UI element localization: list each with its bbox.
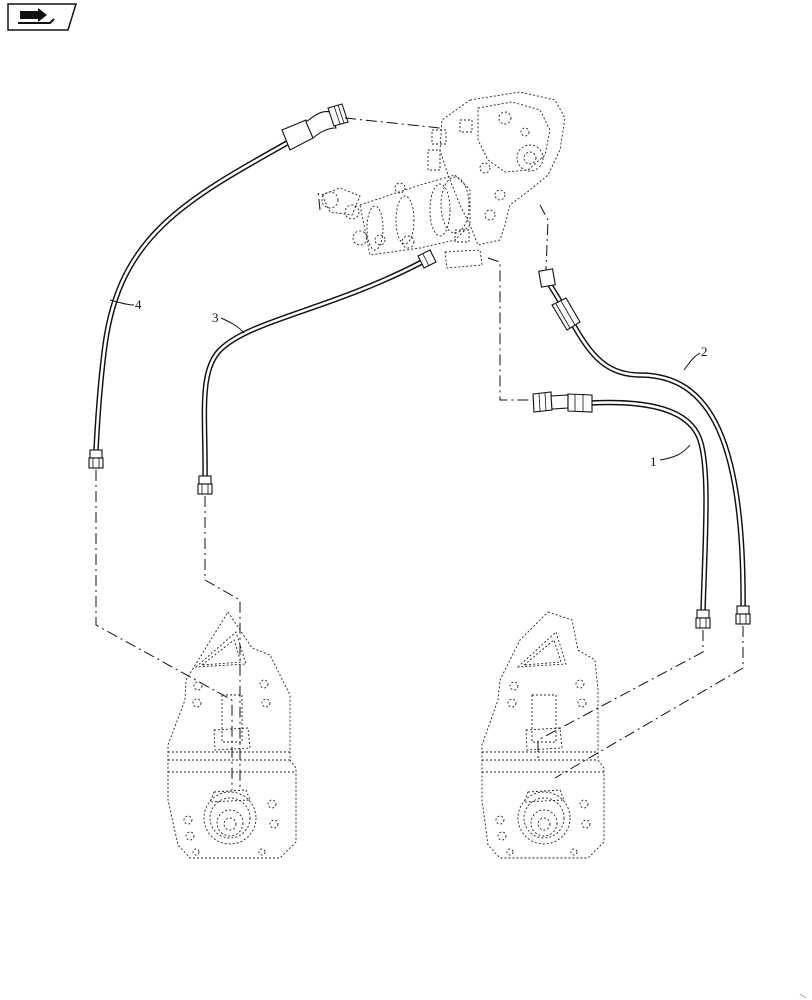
right-motor-bracket-assembly (481, 611, 605, 859)
callout-4[interactable]: 4 (109, 297, 142, 312)
callout-label: 3 (212, 310, 219, 325)
callout-1[interactable]: 1 (650, 444, 691, 469)
corner-mark (799, 993, 807, 999)
callout-label: 2 (701, 344, 708, 359)
hose-1 (532, 391, 711, 629)
hydraulic-pump-assembly (321, 91, 566, 269)
hose-3 (197, 249, 437, 495)
callout-3[interactable]: 3 (212, 310, 245, 334)
connection-centerlines (95, 117, 744, 790)
left-motor-bracket-assembly (167, 611, 297, 859)
page-navigation-icon[interactable] (7, 3, 78, 31)
callout-label: 4 (135, 297, 142, 312)
callout-label: 1 (650, 454, 657, 469)
hose-2 (538, 268, 751, 625)
hose-4 (88, 103, 349, 469)
callout-2[interactable]: 2 (683, 344, 708, 371)
